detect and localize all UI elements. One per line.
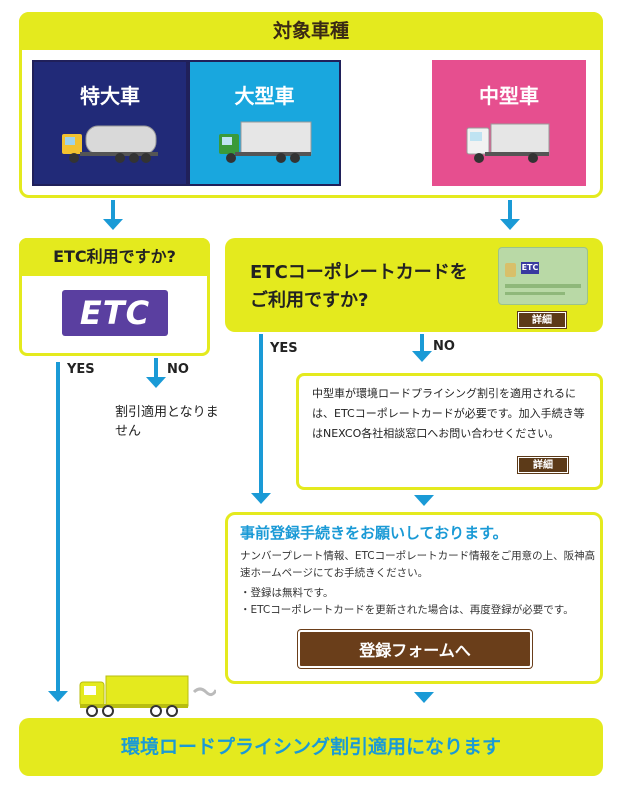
arrow-line bbox=[111, 200, 115, 220]
notice-detail-button[interactable]: 詳細 bbox=[517, 456, 569, 474]
card-yes-label: YES bbox=[270, 341, 298, 356]
box-truck-icon bbox=[218, 121, 311, 163]
tanker-truck-icon bbox=[62, 125, 158, 163]
arrow-down-icon bbox=[251, 493, 271, 504]
arrow-down-icon bbox=[414, 495, 434, 506]
etc-yes-label: YES bbox=[67, 362, 95, 377]
corporate-card-notice-text: 中型車が環境ロードプライシング割引を適用されるには、ETCコーポレートカードが必… bbox=[312, 387, 585, 440]
vehicle-panel-header bbox=[19, 12, 603, 50]
card-yes-arrow-line bbox=[259, 334, 263, 494]
arrow-down-icon bbox=[414, 692, 434, 703]
vehicle-large: 大型車 bbox=[188, 60, 341, 186]
vehicle-medium: 中型車 bbox=[432, 60, 586, 186]
etc-question-title: ETC利用ですか? bbox=[53, 247, 176, 266]
registration-bullet-free: ・登録は無料です。 bbox=[240, 587, 334, 599]
vehicle-panel-title: 対象車種 bbox=[272, 20, 349, 42]
corporate-card-question-line2: ご利用ですか? bbox=[250, 290, 369, 311]
card-detail-button[interactable]: 詳細 bbox=[517, 311, 567, 329]
etc-no-arrow-line bbox=[154, 358, 158, 378]
arrow-down-icon bbox=[500, 219, 520, 230]
etc-yes-arrow-line bbox=[56, 362, 60, 692]
etc-logo: ETC bbox=[62, 290, 168, 336]
etc-no-label: NO bbox=[167, 362, 189, 377]
arrow-line bbox=[508, 200, 512, 220]
vehicle-large-label: 大型車 bbox=[234, 84, 295, 108]
medium-truck-icon bbox=[466, 123, 550, 163]
arrow-down-icon bbox=[146, 377, 166, 388]
vehicle-extra-large-label: 特大車 bbox=[80, 84, 140, 108]
arrow-down-icon bbox=[103, 219, 123, 230]
card-name-line bbox=[505, 292, 565, 295]
vehicle-medium-label: 中型車 bbox=[479, 84, 539, 108]
card-no-arrow-line bbox=[420, 334, 424, 352]
registration-form-button[interactable]: 登録フォームへ bbox=[298, 630, 532, 668]
yellow-truck-icon bbox=[79, 675, 216, 717]
arrow-down-icon bbox=[48, 691, 68, 702]
registration-bullet-renewal: ・ETCコーポレートカードを更新された場合は、再度登録が必要です。 bbox=[240, 604, 574, 616]
etc-question-header bbox=[19, 238, 210, 276]
card-no-label: NO bbox=[433, 339, 455, 354]
arrow-down-icon bbox=[412, 351, 432, 362]
card-number-line bbox=[505, 284, 581, 288]
card-chip-icon bbox=[505, 263, 516, 277]
registration-title: 事前登録手続きをお願いしております。 bbox=[240, 524, 508, 542]
result-text: 環境ロードプライシング割引適用になります bbox=[120, 736, 501, 758]
corporate-card-question-line1: ETCコーポレートカードを bbox=[250, 262, 468, 283]
vehicle-extra-large: 特大車 bbox=[32, 60, 188, 186]
registration-description: ナンバープレート情報、ETCコーポレートカード情報をご用意の上、阪神高速ホームペ… bbox=[240, 550, 596, 579]
result-bar bbox=[19, 718, 603, 776]
no-discount-text: 割引適用となりません bbox=[115, 405, 219, 439]
card-etc-mark: ETC bbox=[521, 262, 539, 274]
